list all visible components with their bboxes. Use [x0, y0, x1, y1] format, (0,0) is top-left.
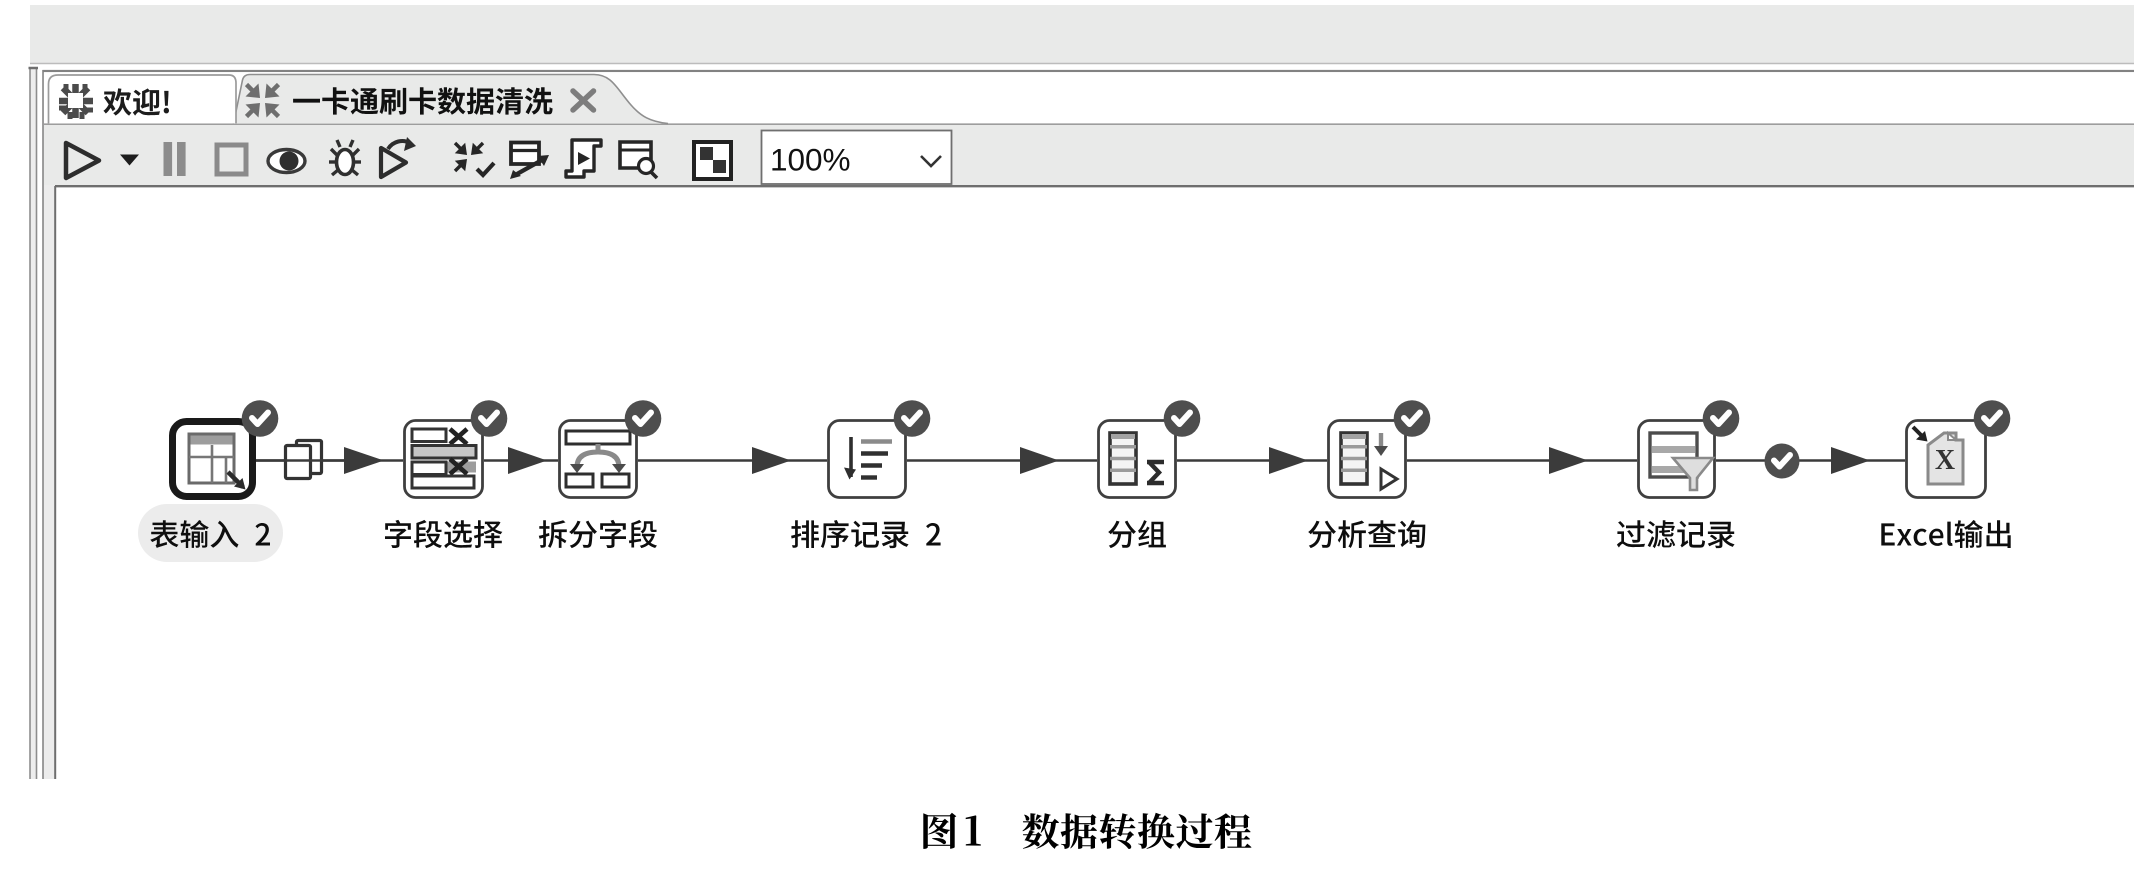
svg-text:X: X: [1935, 445, 1955, 476]
svg-text:100%: 100%: [770, 142, 851, 178]
